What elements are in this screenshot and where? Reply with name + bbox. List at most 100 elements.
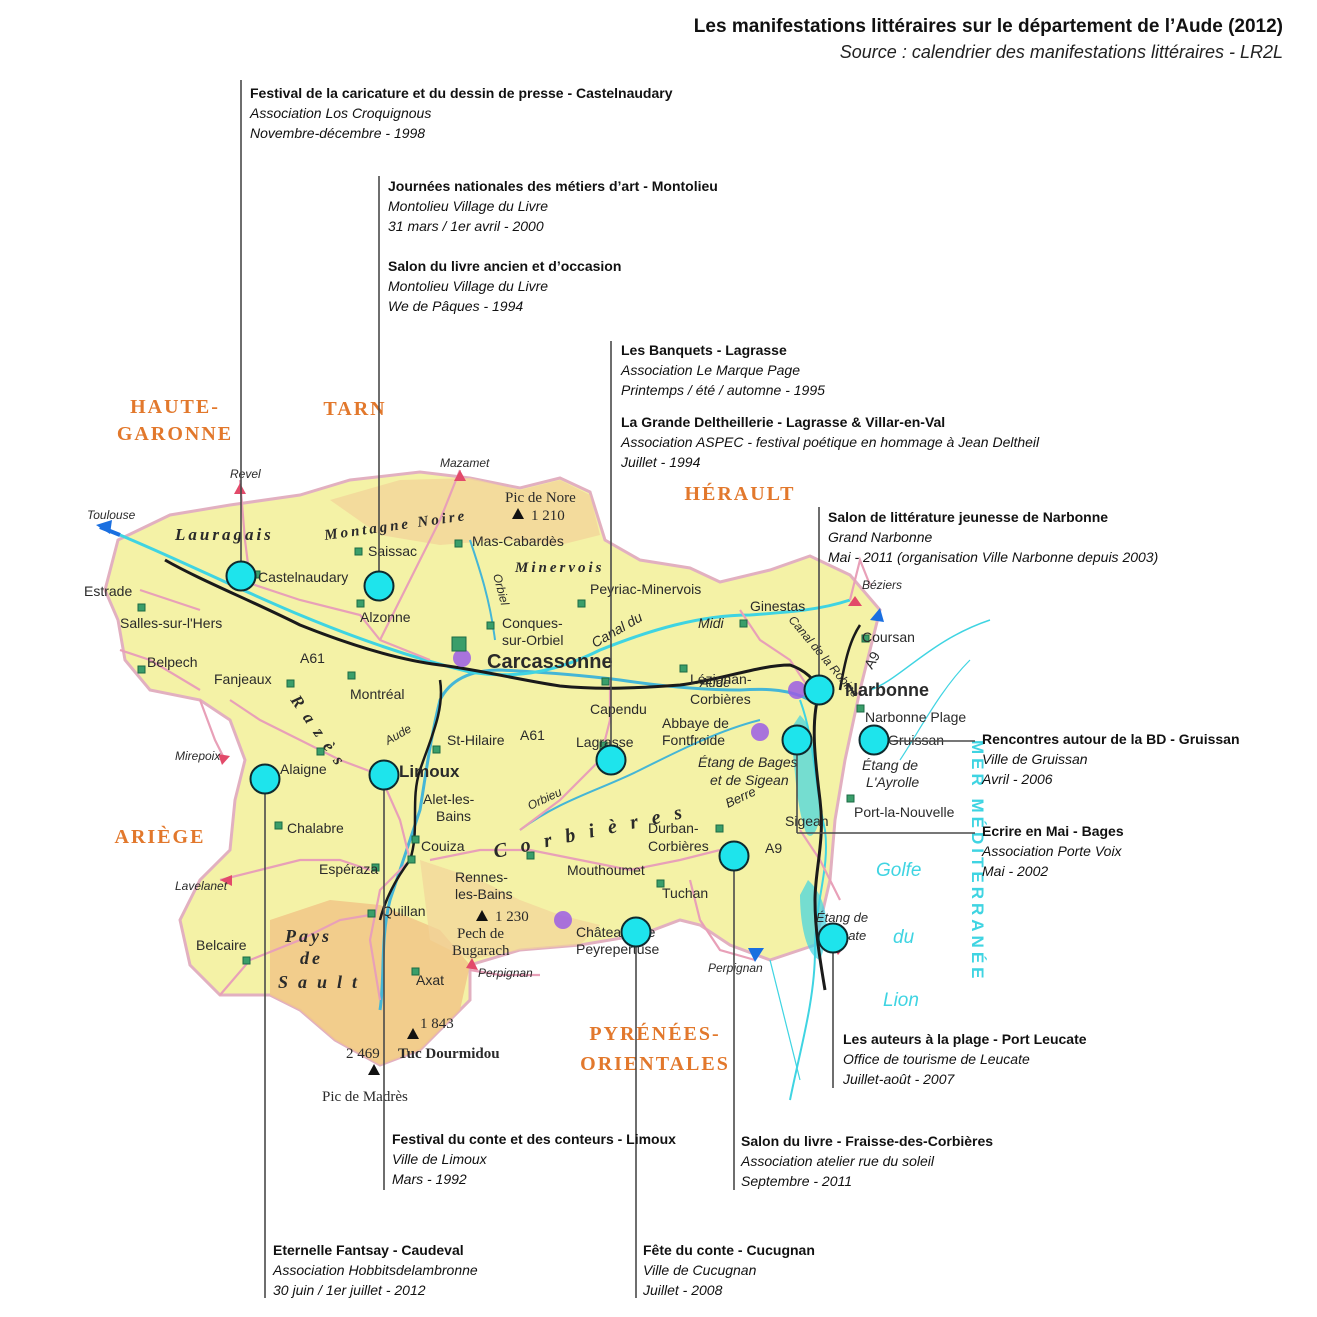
event-auteurs-plage-leucate: Les auteurs à la plage - Port Leucate Of…	[843, 1029, 1087, 1089]
town-label: Couiza	[421, 838, 465, 854]
event-conte-limoux: Festival du conte et des conteurs - Limo…	[392, 1129, 676, 1189]
region-label: HÉRAULT	[684, 482, 795, 505]
event-marker-narbonne	[803, 674, 835, 706]
town-label: Fanjeaux	[214, 671, 272, 687]
summit-label: 1 230	[495, 909, 529, 925]
town-label: St-Hilaire	[447, 732, 505, 748]
road-label: A61	[300, 650, 325, 666]
town-label: Peyriac-Minervois	[590, 581, 701, 597]
event-marker-castelnaudary	[225, 560, 257, 592]
event-date: Novembre-décembre - 1998	[250, 125, 426, 141]
water-label: Étang de	[862, 757, 918, 773]
river-orbieu	[519, 719, 761, 831]
area-label: Lauragais	[174, 525, 274, 544]
motorway-a9	[812, 689, 827, 991]
event-name: Les auteurs à la plage - Port Leucate	[843, 1031, 1087, 1047]
road-label: A61	[520, 727, 545, 743]
summit-label: Tuc Dourmidou	[398, 1046, 500, 1062]
town-label: Coursan	[862, 629, 915, 645]
secondary-roads	[119, 469, 872, 1001]
town-markers	[137, 539, 870, 976]
event-date: 31 mars / 1er avril - 2000	[388, 218, 544, 234]
town-label: Conques-	[502, 615, 563, 631]
water-label: Lion	[883, 990, 919, 1011]
event-date: We de Pâques - 1994	[388, 298, 524, 314]
summit-label: Pic de Madrès	[322, 1089, 408, 1105]
event-date: Mai - 2011 (organisation Ville Narbonne …	[828, 549, 1159, 565]
event-organizer: Ville de Limoux	[392, 1151, 487, 1167]
event-salon-fraisse: Salon du livre - Fraisse-des-Corbières A…	[741, 1131, 993, 1191]
town-label: Gruissan	[888, 732, 944, 748]
coast-detail-1	[869, 619, 991, 691]
river-aude	[378, 668, 811, 1011]
event-name: Fête du conte - Cucugnan	[643, 1242, 815, 1258]
event-name: Ecrire en Mai - Bages	[982, 823, 1124, 839]
water-label: Midi	[698, 615, 725, 631]
water-label: Golfe	[876, 860, 921, 881]
water-label: Étang de	[816, 910, 868, 925]
summit-label: 1 210	[531, 508, 565, 524]
event-markers	[225, 560, 890, 954]
motorway-a61	[164, 558, 822, 691]
road-coursan	[838, 624, 862, 691]
town-label: Belpech	[147, 654, 198, 670]
event-marker-montolieu	[363, 570, 395, 602]
event-name: Les Banquets - Lagrasse	[621, 342, 787, 358]
external-town-label: Toulouse	[87, 508, 136, 522]
town-label: Estrade	[84, 583, 132, 599]
event-marker-cucugnan	[620, 916, 652, 948]
relief-pays-de-sault	[270, 900, 470, 1065]
region-label: TARN	[323, 398, 386, 420]
event-name: La Grande Deltheillerie - Lagrasse & Vil…	[621, 414, 946, 430]
event-name: Eternelle Fantsay - Caudeval	[273, 1242, 464, 1258]
town-label: Carcassonne	[487, 651, 613, 673]
town-label: sur-Orbiel	[502, 632, 563, 648]
event-organizer: Association Los Croquignous	[250, 105, 432, 121]
town-label: Port-la-Nouvelle	[854, 804, 955, 820]
road-label: A9	[765, 840, 782, 856]
event-caricature-castelnaudary: Festival de la caricature et du dessin d…	[250, 83, 673, 143]
town-label: Lagrasse	[576, 734, 634, 750]
town-label: Mas-Cabardès	[472, 533, 564, 549]
page-title: Les manifestations littéraires sur le dé…	[693, 16, 1283, 37]
town-labels: Castelnaudary Saissac Mas-Cabardès Alzon…	[84, 533, 966, 988]
town-label: Mouthoumet	[567, 862, 645, 878]
town-label: Narbonne Plage	[865, 709, 966, 725]
external-town-label: Mazamet	[440, 456, 490, 470]
town-label: Salles-sur-l'Hers	[120, 615, 222, 631]
event-organizer: Ville de Cucugnan	[643, 1262, 757, 1278]
town-label: Montréal	[350, 686, 404, 702]
town-label: Bains	[436, 808, 471, 824]
town-label: Saissac	[368, 543, 417, 559]
summit-label: 1 843	[420, 1016, 454, 1032]
event-name: Rencontres autour de la BD - Gruissan	[982, 731, 1240, 747]
region-label: HAUTE-	[130, 396, 220, 418]
page-subtitle: Source : calendrier des manifestations l…	[839, 42, 1283, 62]
summit-label: Pic de Nore	[505, 490, 576, 506]
event-name: Salon du livre ancien et d’occasion	[388, 258, 622, 274]
town-label: Corbières	[648, 838, 709, 854]
event-marker-leucate	[817, 922, 849, 954]
event-deltheillerie-lagrasse: La Grande Deltheillerie - Lagrasse & Vil…	[621, 412, 1039, 472]
event-organizer: Ville de Gruissan	[982, 751, 1088, 767]
tourist-sites	[453, 649, 806, 929]
external-town-label: Revel	[230, 467, 261, 481]
event-date: Juillet - 2008	[643, 1282, 723, 1298]
town-label: Narbonne	[845, 680, 929, 700]
event-name: Salon du livre - Fraisse-des-Corbières	[741, 1133, 994, 1149]
town-label: Axat	[416, 972, 444, 988]
event-marker-caudeval	[249, 763, 281, 795]
water-label: et de Sigean	[710, 772, 789, 788]
external-town-label: Lavelanet	[175, 879, 228, 893]
summit-markers	[368, 508, 524, 1075]
town-label: Chalabre	[287, 820, 344, 836]
town-label: Abbaye de	[662, 715, 729, 731]
town-label: Peyrepertuse	[576, 941, 659, 957]
town-label: Corbières	[690, 691, 751, 707]
water-label: du	[893, 927, 915, 948]
summit-label: 2 469	[346, 1046, 380, 1062]
area-label: Pays	[284, 926, 332, 946]
water-label: MER MÉDITERRANÉE	[968, 740, 987, 983]
event-date: Mars - 1992	[392, 1171, 467, 1187]
